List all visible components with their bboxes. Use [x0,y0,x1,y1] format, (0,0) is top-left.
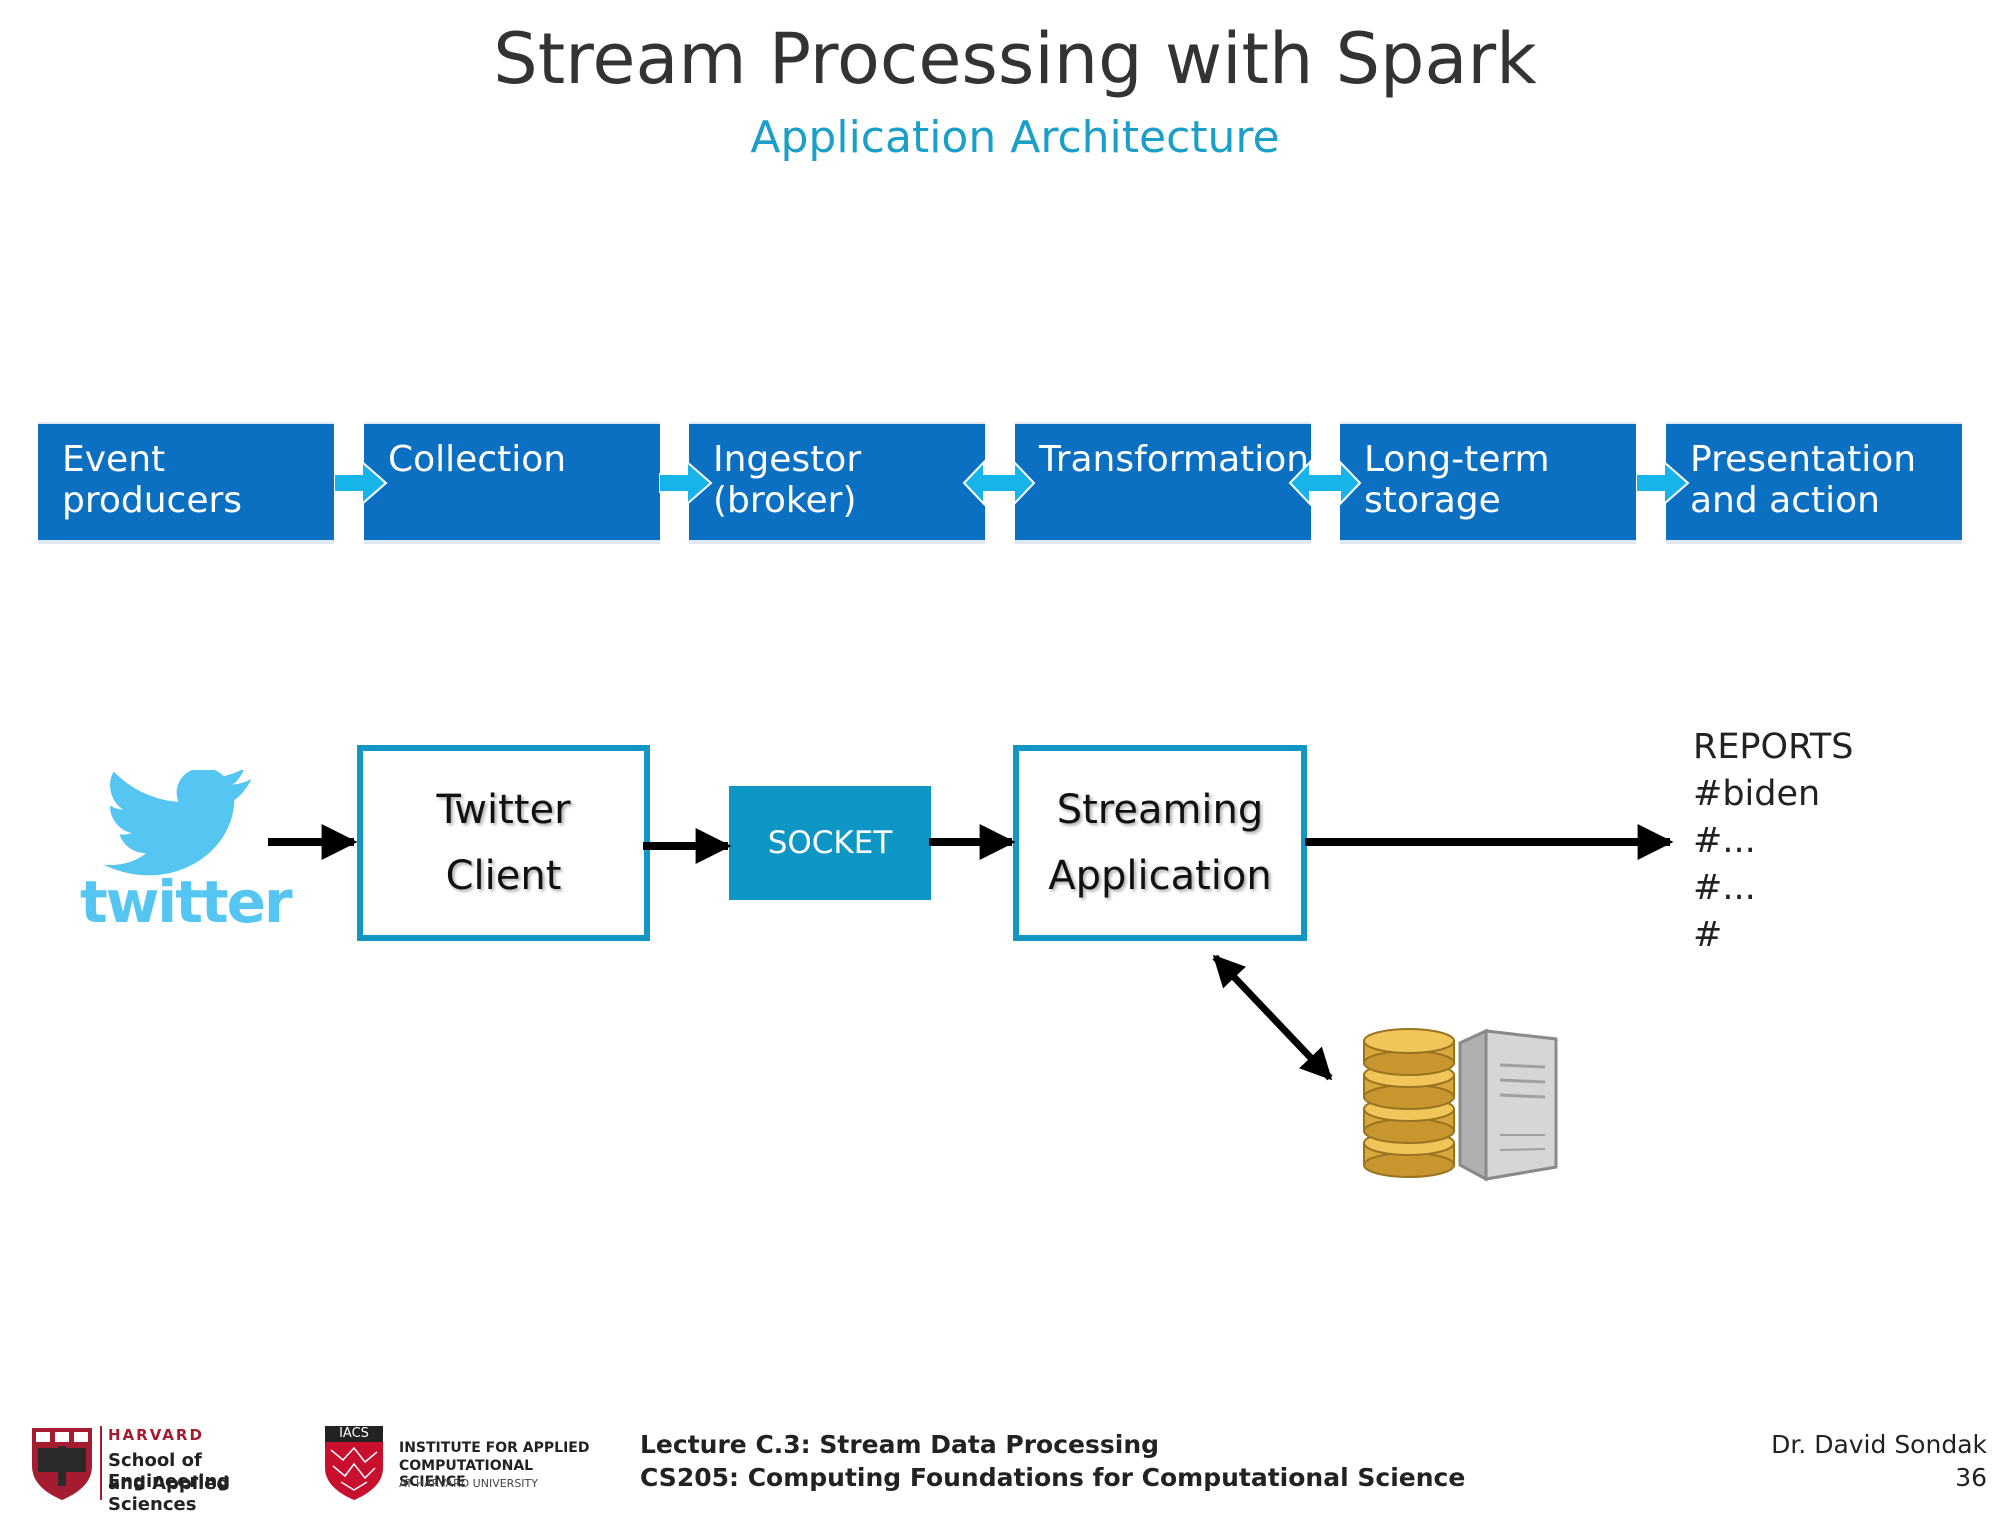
socket-box: SOCKET [729,786,931,900]
stage-label-line2: storage [1364,480,1501,521]
harvard-line2: and Applied Sciences [108,1473,230,1515]
iacs-line3: AT HARVARD UNIVERSITY [399,1477,538,1490]
slide-title: Stream Processing with Spark [493,18,1537,100]
twitter-logo: twitter [76,767,293,936]
stage-label-line1: Long-term [1364,439,1550,480]
footer-author-info: Dr. David Sondak 36 [1771,1428,1987,1494]
socket-label: SOCKET [767,825,893,861]
report-item: #... [1693,821,1756,861]
stage-label-line1: Ingestor [713,439,862,480]
stage-event-producers: Event producers [38,422,334,544]
pipeline-arrow-bidirectional-icon [1288,460,1362,506]
stage-label-line1: Presentation [1690,439,1917,480]
stage-collection: Collection [364,422,660,544]
twitter-client-line2: Client [445,853,562,899]
twitter-client-line1: Twitter [436,787,571,833]
slide-subtitle: Application Architecture [750,112,1280,163]
iacs-line1: INSTITUTE FOR APPLIED [399,1440,590,1456]
harvard-shield-icon [32,1428,92,1500]
database-server-icon [1363,1028,1558,1182]
stage-label-line1: Event [62,439,166,480]
pipeline-arrow-right-icon [659,460,713,506]
reports-heading: REPORTS [1693,727,1854,767]
page-number: 36 [1955,1463,1987,1492]
arrow-streaming-storage-bidirectional [1212,954,1333,1081]
twitter-client-box: Twitter Client [357,745,650,941]
streaming-application-box: Streaming Application [1013,745,1307,941]
iacs-logo: IACS INSTITUTE FOR APPLIED COMPUTATIONAL… [323,1426,603,1500]
harvard-seas-logo: HARVARD School of Engineering and Applie… [30,1426,300,1515]
reports-list: REPORTS #biden #... #... # [1693,724,1853,959]
footer-lecture-info: Lecture C.3: Stream Data Processing CS20… [640,1428,1465,1494]
stage-label-line2: producers [62,480,243,521]
stage-label-line2: (broker) [713,480,857,521]
harvard-line1: School of Engineering [108,1450,231,1492]
streaming-app-line2: Application [1048,853,1272,899]
harvard-logo-divider [100,1426,102,1500]
stage-label-line1: Transformation [1039,439,1310,480]
database-coins-icon [1363,1028,1455,1178]
stage-ingestor-broker: Ingestor (broker) [689,422,985,544]
twitter-wordmark: twitter [80,868,293,936]
report-item: # [1693,915,1723,955]
harvard-name: HARVARD [108,1426,204,1444]
iacs-badge: IACS [339,1426,369,1441]
author-name: Dr. David Sondak [1771,1430,1987,1459]
pipeline-arrow-right-icon [1636,460,1690,506]
report-item: #... [1693,868,1756,908]
streaming-app-line1: Streaming [1056,787,1264,833]
course-title: CS205: Computing Foundations for Computa… [640,1463,1466,1492]
server-tower-icon [1458,1028,1558,1182]
stage-presentation-action: Presentation and action [1666,422,1962,544]
pipeline-arrow-right-icon [334,460,388,506]
iacs-shield-icon [325,1426,383,1500]
stage-long-term-storage: Long-term storage [1340,422,1636,544]
iacs-line2: COMPUTATIONAL SCIENCE [399,1458,534,1490]
stage-label-line1: Collection [388,439,567,480]
report-item: #biden [1693,774,1821,814]
pipeline-arrow-bidirectional-icon [962,460,1036,506]
stage-transformation: Transformation [1015,422,1311,544]
lecture-title: Lecture C.3: Stream Data Processing [640,1430,1160,1459]
twitter-bird-icon [103,767,252,876]
stage-label-line2: and action [1690,480,1880,521]
